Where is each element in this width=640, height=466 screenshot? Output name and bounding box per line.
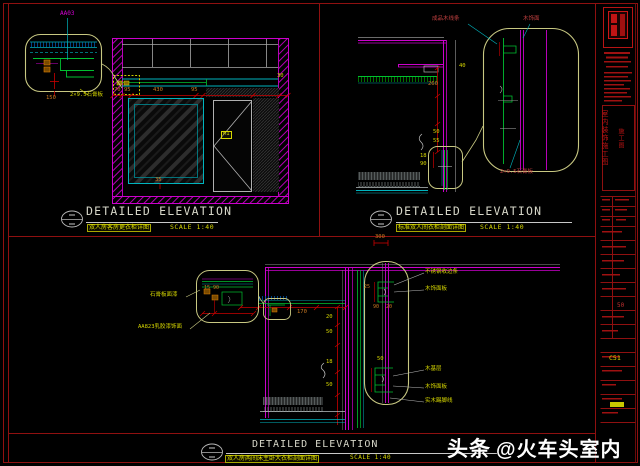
detail-caption-3: 双人房两间床主卧大衣柜剖面详图 [225,455,320,463]
sheet-number: C51 [609,354,621,362]
door-leaf [213,100,253,192]
titleblock-vertical-subtitle: 施工图 [617,128,624,149]
title-block [600,3,636,463]
material-note-label: 2×9.5石膏板 [70,92,104,98]
detail-reference-box [113,75,140,95]
mirror-panel [128,98,204,184]
scale-label-1: SCALE 1:40 [170,223,215,231]
dim-label: 50 [377,356,384,362]
material-label: 木饰面 [523,16,540,22]
detail-callout-bubble-2-small [428,146,463,190]
material-note-label: 2×9.5石膏板 [500,169,534,175]
dim-label: 30 [277,73,284,79]
detail-callout-bubble-2-large [467,23,580,173]
vertical-dimension-line [434,65,441,155]
material-label: 木基层 [425,366,442,372]
material-label: 木饰面板 [425,384,448,390]
material-label: AA823乳胶漆饰面 [138,324,183,330]
carpet-hatch [358,172,420,187]
material-label: 木饰面板 [425,286,448,292]
dimension-line [237,240,389,425]
dim-label: 95 [124,87,131,93]
watermark: 头条@火车头室内设计 [447,433,640,466]
detail-caption-2: 标准双人间衣柜剖面详图 [396,224,467,232]
break-line [418,133,424,151]
ceiling-lines [122,39,278,68]
dim-label: 90 [373,304,380,310]
dim-label: 15 [204,285,211,291]
viewport-wardrobe-section [356,23,580,194]
dim-label: 95 [191,87,198,93]
titleblock-text-lines [604,52,632,102]
material-label: 石膏板面漆 [150,292,178,298]
dim-label: 35 [155,177,162,183]
dim-label: 70 [114,87,121,93]
dim-label: 300 [375,234,385,240]
dim-label: 90 [420,161,427,167]
carpet-hatch [263,397,323,412]
detail-callout-bubble-4 [363,260,425,406]
titleblock-vertical-title: 室内装饰施工图 [601,110,609,166]
dim-label: 50 [433,129,440,135]
dim-label: 18 [420,153,427,159]
sheet-number-badge [610,402,624,407]
dim-label: 170 [297,309,307,315]
break-line [320,362,326,379]
dim-label: 50 [326,329,333,335]
dim-label: 25 [364,284,371,290]
material-label: 成品木线条 [432,16,460,22]
detail-title-1: DETAILED ELEVATION [86,204,233,218]
detail-title-2: DETAILED ELEVATION [396,204,543,218]
dim-label: 150 [46,95,56,101]
detail-callout-bubble-3b [263,298,291,320]
sheet-frame [3,3,638,463]
dim-label: 18 [326,359,333,365]
dim-label: 430 [153,87,163,93]
viewport-bedhead-section [185,240,560,430]
dim-label: 50 [326,382,333,388]
dim-label: 260 [428,81,438,87]
dim-label: 55 [433,138,440,144]
viewport-wardrobe-elevation [24,18,291,204]
watermark-brand: 头条 [447,438,491,461]
scale-label-3: SCALE 1:40 [350,454,392,461]
dim-label: 40 [459,63,466,69]
dimension-line [110,92,291,189]
titleblock-value: 50 [617,302,625,309]
scale-label-2: SCALE 1:40 [480,223,525,231]
titleblock-cell-text [602,199,629,414]
detail-caption-1: 双人房客房更衣柜详图 [87,224,152,232]
detail-callout-bubble-3 [185,270,264,330]
dim-label: 20 [386,304,393,310]
company-seal-logo [608,11,628,39]
watermark-handle: @火车头室内设计 [496,439,622,461]
material-label: 实木踢脚线 [425,398,453,404]
dim-label: 90 [213,285,220,291]
detail-callout-bubble-1 [24,18,123,96]
detail-title-3: DETAILED ELEVATION [252,439,379,450]
dim-label: 20 [326,314,333,320]
detail-title-markers [61,210,572,461]
door-tag: M1 [221,131,232,139]
material-label: 不锈钢收边条 [425,269,459,275]
titleblock-table [600,196,636,423]
callout-code-label: AA03 [60,10,75,17]
